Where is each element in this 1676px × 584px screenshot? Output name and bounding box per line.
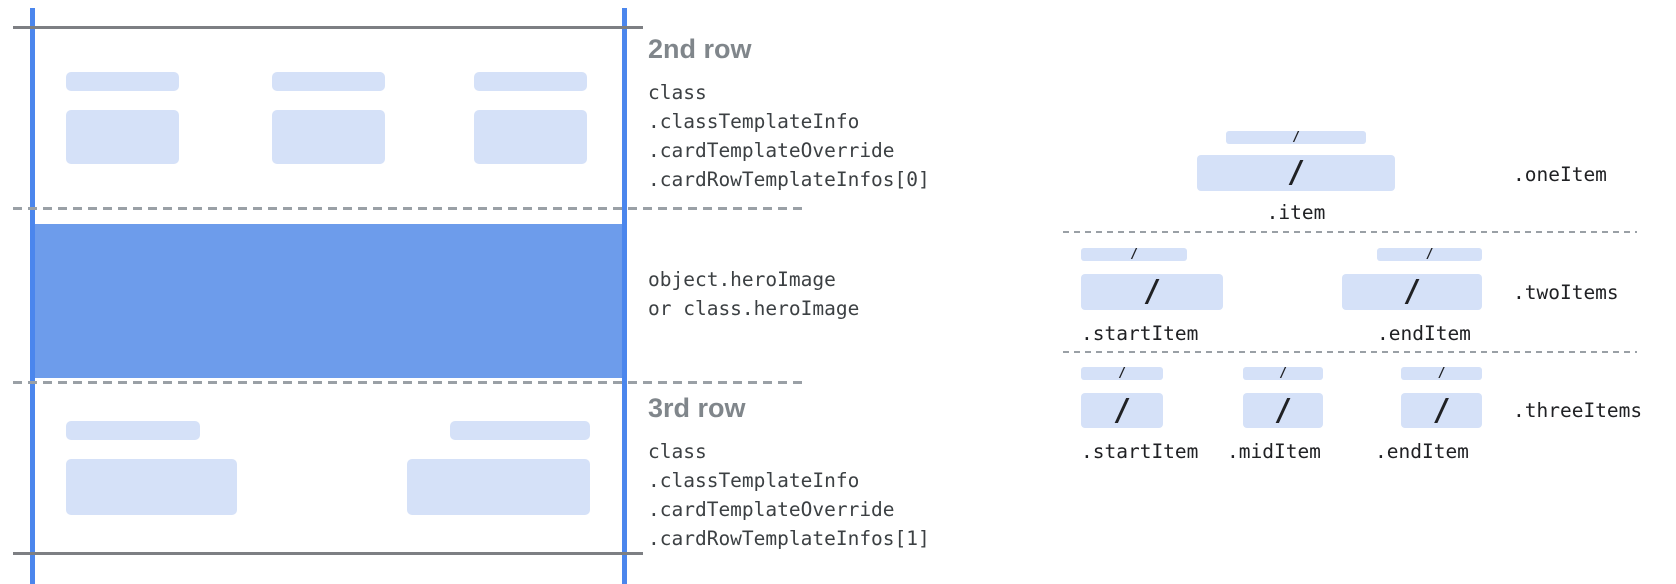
end-item-caption: .endItem [1377,322,1471,345]
path-line: .cardTemplateOverride [648,139,895,162]
row-divider-dashed-line [13,207,803,210]
slash-glyph: / [1279,366,1287,381]
start-item-caption: .startItem [1081,440,1199,463]
slash-glyph: / [1437,366,1446,381]
one-item-row-label: .oneItem [1513,163,1607,186]
path-line: class [648,81,707,104]
hero-image-band [30,224,627,378]
slash-glyph: / [1118,366,1126,381]
field-label-placeholder [272,72,385,91]
start-item-label-placeholder: / [1081,248,1187,261]
slash-glyph: / [1130,247,1138,262]
slash-glyph: / [1273,392,1293,428]
field-label-placeholder [450,421,590,440]
second-row-annotation: 2nd row class .classTemplateInfo .cardTemp… [648,33,930,194]
two-items-row-label: .twoItems [1513,281,1619,304]
slash-glyph: / [1142,274,1162,309]
card-top-line [13,26,643,29]
slash-glyph: / [1286,155,1306,190]
field-label-placeholder [66,421,200,440]
three-items-row-label: .threeItems [1513,399,1643,422]
path-line: .classTemplateInfo [648,469,860,492]
slash-glyph: / [1292,130,1300,145]
one-item-value-placeholder: / [1197,155,1395,191]
field-label-placeholder [66,72,179,91]
card-right-edge-line [622,8,627,584]
slash-glyph: / [1425,247,1434,262]
third-row-annotation: 3rd row class .classTemplateInfo .cardTemp… [648,392,930,553]
mid-item-value-placeholder: / [1243,393,1323,428]
mid-item-label-placeholder: / [1243,367,1323,380]
mid-item-caption: .midItem [1227,440,1321,463]
end-item-value-placeholder: / [1401,393,1482,428]
path-line: .classTemplateInfo [648,110,860,133]
diagram-divider-dashed-line [1063,231,1637,233]
slash-glyph: / [1432,392,1451,428]
hero-image-annotation: object.heroImage or class.heroImage [648,266,859,323]
second-row-path: class .classTemplateInfo .cardTemplateOver… [648,78,930,194]
path-line: object.heroImage [648,268,836,291]
slash-glyph: / [1402,274,1422,309]
end-item-label-placeholder: / [1377,248,1482,261]
diagram-divider-dashed-line [1063,351,1637,353]
start-item-caption: .startItem [1081,322,1199,345]
path-line: class [648,440,707,463]
second-row-heading: 2nd row [648,34,752,64]
item-caption: .item [1266,201,1326,224]
one-item-label-placeholder: / [1226,131,1366,144]
row-divider-dashed-line [13,381,803,384]
start-item-value-placeholder: / [1081,393,1163,428]
card-bottom-line [13,552,643,555]
path-line: .cardTemplateOverride [648,498,895,521]
start-item-label-placeholder: / [1081,367,1163,380]
start-item-value-placeholder: / [1081,274,1223,310]
field-value-placeholder [474,110,587,164]
end-item-caption: .endItem [1375,440,1469,463]
field-value-placeholder [272,110,385,164]
field-value-placeholder [66,459,237,515]
field-value-placeholder [66,110,179,164]
third-row-heading: 3rd row [648,393,746,423]
card-left-edge-line [30,8,35,584]
end-item-label-placeholder: / [1401,367,1482,380]
field-label-placeholder [474,72,587,91]
third-row-path: class .classTemplateInfo .cardTemplateOver… [648,437,930,553]
path-line: or class.heroImage [648,296,860,320]
field-value-placeholder [407,459,590,515]
path-line: .cardRowTemplateInfos[1] [648,527,930,550]
slash-glyph: / [1112,392,1132,428]
end-item-value-placeholder: / [1342,274,1482,310]
path-line: .cardRowTemplateInfos[0] [648,168,930,191]
